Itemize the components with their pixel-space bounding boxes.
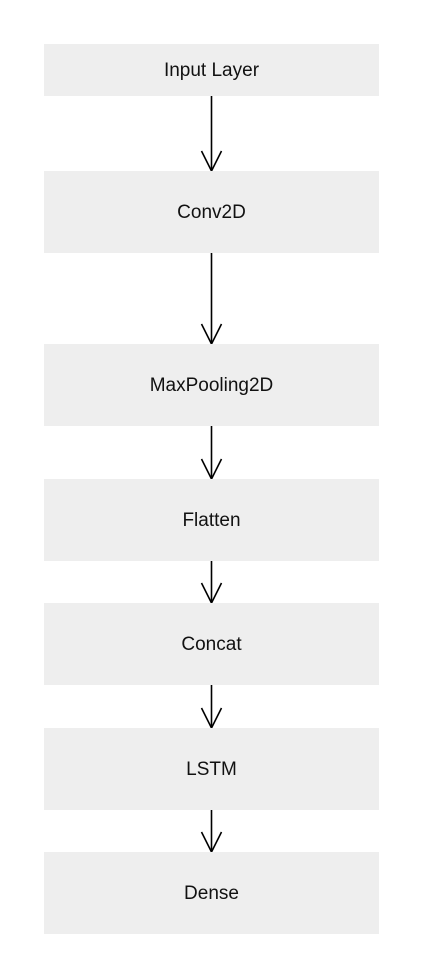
node-label: Concat: [181, 634, 242, 655]
edge-flatten-to-concat: [200, 561, 223, 605]
node-box: [44, 171, 379, 253]
node-label: LSTM: [186, 759, 237, 780]
edge-lstm-to-dense: [200, 810, 223, 854]
node-label: Conv2D: [177, 202, 246, 223]
node-box: [44, 603, 379, 685]
node-box: [44, 728, 379, 810]
node-box: [44, 44, 379, 96]
node-concat: Concat: [44, 603, 379, 685]
node-box: [44, 344, 379, 426]
node-label: Input Layer: [164, 60, 260, 81]
edge-conv2d-to-maxpooling2d: [200, 253, 223, 346]
edge-concat-to-lstm: [200, 685, 223, 730]
node-conv2d: Conv2D: [44, 171, 379, 253]
node-label: Flatten: [182, 510, 240, 531]
node-lstm: LSTM: [44, 728, 379, 810]
edge-input-layer-to-conv2d: [200, 96, 223, 173]
node-box: [44, 852, 379, 934]
edge-maxpooling2d-to-flatten: [200, 426, 223, 481]
node-label: Dense: [184, 883, 239, 904]
node-label: MaxPooling2D: [150, 375, 274, 396]
node-box: [44, 479, 379, 561]
node-dense: Dense: [44, 852, 379, 934]
node-input-layer: Input Layer: [44, 44, 379, 96]
node-flatten: Flatten: [44, 479, 379, 561]
node-maxpooling2d: MaxPooling2D: [44, 344, 379, 426]
